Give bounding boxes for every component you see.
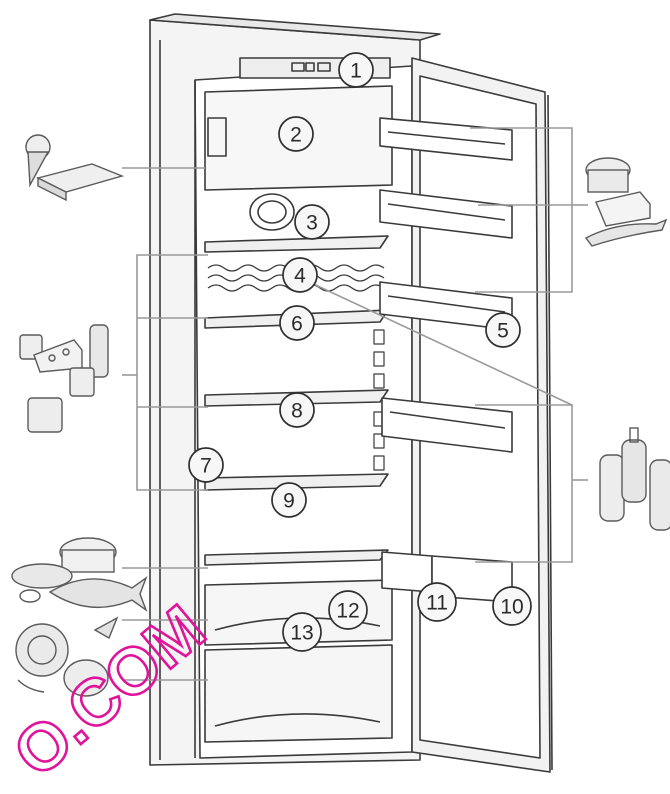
callout-label-5: 5: [497, 320, 509, 343]
callout-circle-13: [282, 612, 322, 652]
callout-circle-8: [279, 392, 315, 428]
callout-circle-11: [417, 582, 457, 622]
callout-circle-4: [282, 257, 318, 293]
callout-label-9: 9: [283, 490, 295, 513]
callout-label-4: 4: [294, 265, 306, 288]
callout-label-3: 3: [306, 212, 318, 235]
callout-label-7: 7: [200, 455, 212, 478]
bottles-icon: [599, 427, 670, 531]
callout-label-6: 6: [291, 313, 303, 336]
callout-label-8: 8: [291, 400, 303, 423]
callout-markers: [188, 52, 532, 652]
fan-unit: [249, 193, 295, 231]
callout-circle-1: [338, 52, 374, 88]
callout-circle-7: [188, 447, 224, 483]
callout-circle-9: [271, 482, 307, 518]
callout-label-12: 12: [336, 600, 359, 623]
callout-label-11: 11: [426, 592, 448, 615]
vegetables-icon: [15, 616, 119, 697]
callout-label-1: 1: [350, 60, 362, 83]
frozen-pizza-box-icon: [36, 163, 125, 202]
leader-lines: [122, 127, 588, 681]
fish-and-pot-icon: [11, 537, 148, 612]
callout-circle-5: [485, 312, 521, 348]
callout-circle-12: [328, 590, 368, 630]
shelf-supports: [373, 329, 385, 471]
shelves: [204, 235, 389, 566]
cheese-and-jars-icon: [19, 324, 109, 433]
callout-label-13: 13: [290, 622, 313, 645]
callout-circle-2: [278, 116, 314, 152]
butter-and-tube-icon: [584, 157, 668, 247]
callout-circle-10: [492, 586, 532, 626]
callout-labels: 1 2 3 4 5 6 7 8 9 10 11 12 13: [200, 60, 524, 645]
callout-circle-6: [279, 305, 315, 341]
callout-label-10: 10: [500, 596, 523, 619]
ice-cream-cone-icon: [25, 134, 51, 188]
callout-circle-3: [294, 204, 330, 240]
callout-label-2: 2: [290, 124, 302, 147]
